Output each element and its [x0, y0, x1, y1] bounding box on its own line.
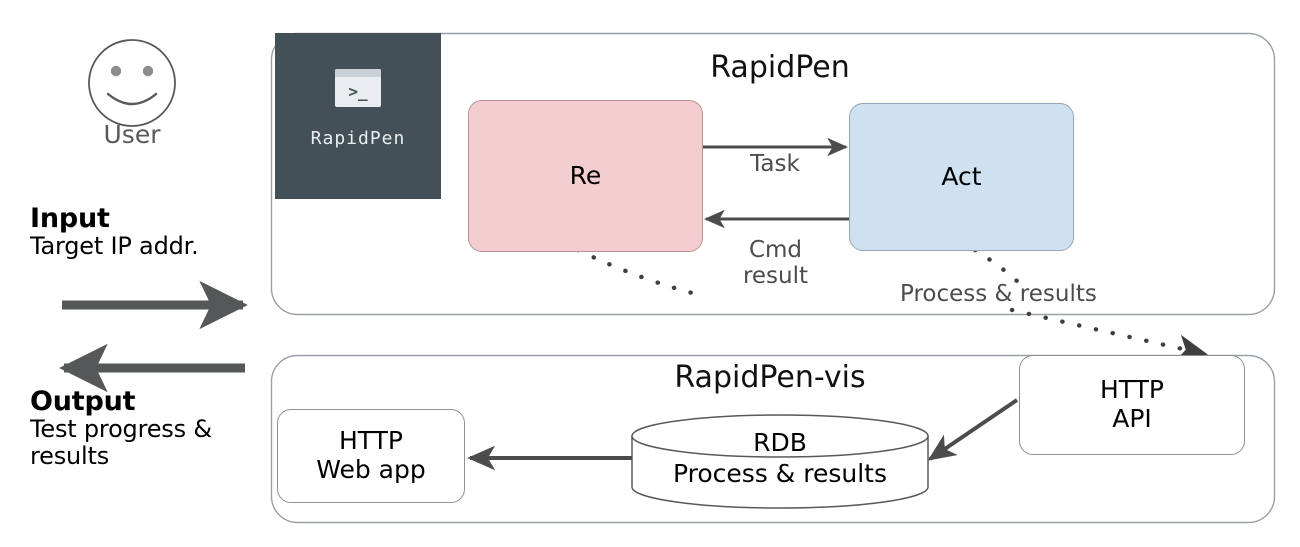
node-http-api-label: HTTP API — [1020, 375, 1244, 434]
edge-label-cmd-result-line1: Cmd — [748, 237, 803, 263]
user-label-wrap: User — [62, 120, 202, 149]
edge-label-cmd-result-line2: result — [742, 262, 809, 289]
node-rdb-line2: Process & results — [673, 458, 887, 488]
node-re[interactable]: Re — [468, 100, 703, 252]
logo-wordmark: RapidPen — [310, 128, 406, 149]
node-http-api-line2: API — [1112, 404, 1152, 433]
rapidpen-logo: >_ RapidPen — [275, 33, 441, 199]
input-block: Input Target IP addr. — [30, 203, 280, 261]
output-block: Output Test progress & results — [30, 386, 285, 471]
output-detail-line2: results — [30, 442, 110, 471]
edge-process-to-api — [1009, 307, 1209, 362]
container-title-rapidpen-vis: RapidPen-vis — [674, 360, 866, 395]
node-http-web-app-line1: HTTP — [339, 426, 403, 456]
node-re-label: Re — [569, 160, 602, 190]
node-http-api[interactable]: HTTP API — [1019, 355, 1245, 455]
node-act-label: Act — [941, 161, 982, 191]
input-title: Input — [30, 203, 110, 234]
node-http-web-app[interactable]: HTTP Web app — [277, 409, 465, 503]
edge-label-task: Task — [750, 151, 800, 177]
output-title: Output — [30, 386, 136, 417]
edge-api-to-rdb — [927, 398, 1019, 461]
smiley-face-icon — [88, 39, 176, 127]
node-act[interactable]: Act — [849, 103, 1074, 251]
node-http-web-app-line2: Web app — [316, 455, 426, 484]
edge-label-process-results: Process & results — [900, 281, 1097, 307]
node-http-api-line1: HTTP — [1100, 375, 1164, 405]
input-detail: Target IP addr. — [30, 232, 199, 261]
user-label: User — [103, 120, 161, 149]
edge-re-dotted — [575, 247, 703, 298]
edge-label-cmd-result: Cmd result — [718, 237, 833, 290]
output-detail-line1: Test progress & — [30, 415, 212, 444]
node-rdb-label: RDB Process & results — [635, 428, 925, 489]
terminal-window-icon: >_ — [335, 69, 381, 107]
node-rdb-line1: RDB — [753, 428, 807, 457]
container-title-rapidpen: RapidPen — [710, 50, 850, 85]
terminal-titlebar — [335, 69, 381, 77]
node-http-web-app-label: HTTP Web app — [278, 426, 464, 485]
terminal-prompt-glyph: >_ — [348, 82, 368, 101]
rdb-cylinder-icon — [631, 414, 929, 509]
